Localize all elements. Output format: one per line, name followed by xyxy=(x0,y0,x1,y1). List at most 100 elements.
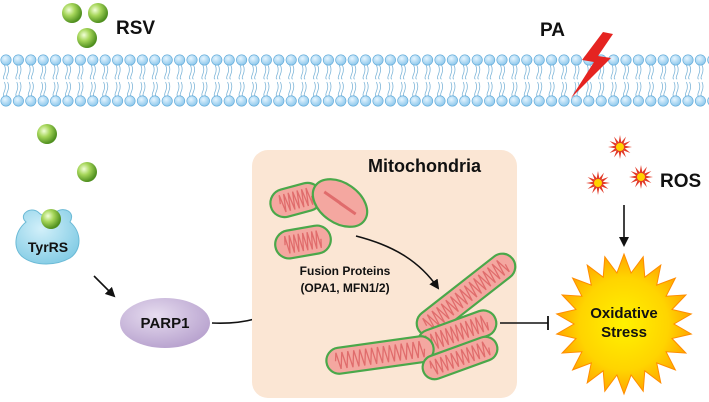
lipid-head xyxy=(645,95,657,107)
lipid-tail xyxy=(288,81,291,97)
lipid-tail xyxy=(576,64,580,80)
lipid-head xyxy=(161,95,173,107)
lipid-tail xyxy=(303,81,307,97)
lipid-tail xyxy=(499,81,502,97)
lipid-head xyxy=(298,54,310,66)
lipid-head xyxy=(694,54,706,66)
lipid-head xyxy=(533,54,545,66)
lipid-head xyxy=(112,54,124,66)
lipid-head xyxy=(124,54,136,66)
lipid-tail xyxy=(102,64,105,80)
lipid-tail xyxy=(341,81,344,97)
lipid-head xyxy=(124,95,136,107)
lipid-tail xyxy=(635,64,639,80)
rsv-molecule xyxy=(62,3,82,23)
lipid-head xyxy=(608,95,620,107)
lipid-tail xyxy=(251,81,254,97)
lipid-head xyxy=(136,95,148,107)
lipid-head xyxy=(645,54,657,66)
mitochondrion xyxy=(311,178,369,228)
mitochondrion-cristae xyxy=(278,187,314,213)
lipid-head xyxy=(347,95,359,107)
lipid-tail xyxy=(27,81,31,97)
lipid-tail xyxy=(139,64,143,80)
lipid-tail xyxy=(437,64,440,80)
lipid-tail xyxy=(117,81,121,97)
rsv-molecules-inside xyxy=(37,124,97,182)
lipid-tail xyxy=(660,64,663,80)
lipid-tail xyxy=(626,81,629,97)
lipid-tail xyxy=(139,81,143,97)
parp1-label: PARP1 xyxy=(141,315,190,332)
lipid-tail xyxy=(179,81,183,97)
lipid-tail xyxy=(189,64,192,80)
lipid-tail xyxy=(263,64,267,80)
lipid-tail xyxy=(130,81,133,97)
lipid-head xyxy=(409,54,421,66)
lipid-head xyxy=(25,95,37,107)
lipid-tail xyxy=(114,81,118,97)
lipid-tail xyxy=(387,64,391,80)
lipid-tail xyxy=(6,81,9,97)
lipid-head xyxy=(298,95,310,107)
lipid-tail xyxy=(365,64,369,80)
lipid-tail xyxy=(697,81,701,97)
lipid-head xyxy=(87,95,99,107)
lipid-tail xyxy=(477,81,481,97)
lipid-head xyxy=(99,95,111,107)
lipid-tail xyxy=(390,64,394,80)
lipid-head xyxy=(87,54,99,66)
lipid-head xyxy=(285,54,297,66)
lipid-tail xyxy=(647,81,651,97)
lipid-tail xyxy=(427,64,431,80)
lipid-tail xyxy=(226,81,229,97)
lipid-tail xyxy=(204,64,208,80)
lipid-tail xyxy=(573,64,577,80)
lipid-head xyxy=(459,95,471,107)
lipid-tail xyxy=(105,64,109,80)
lipid-tail xyxy=(539,81,543,97)
lipid-tail xyxy=(548,64,552,80)
mitochondrion xyxy=(325,335,435,375)
mitochondrion-cristae xyxy=(422,259,510,331)
lipid-tail xyxy=(18,81,22,97)
lipid-tail xyxy=(313,64,316,80)
lipid-tail xyxy=(527,64,530,80)
rsv-molecules-outside xyxy=(62,3,108,48)
lipid-tail xyxy=(697,64,701,80)
lipid-tail xyxy=(155,64,158,80)
lipid-tail xyxy=(40,81,43,97)
lipid-tail xyxy=(226,64,229,80)
rsv-molecule xyxy=(77,162,97,182)
lipid-tail xyxy=(167,64,171,80)
lipid-head xyxy=(360,95,372,107)
lipid-head xyxy=(99,54,111,66)
lipid-head xyxy=(595,95,607,107)
lipid-head xyxy=(149,95,161,107)
lipid-tail xyxy=(167,81,171,97)
lipid-tail xyxy=(502,64,505,80)
lipid-tail xyxy=(465,64,468,80)
lipid-tail xyxy=(598,81,601,97)
lipid-tail xyxy=(192,81,195,97)
lipid-tail xyxy=(412,81,415,97)
lipid-tail xyxy=(660,81,663,97)
oxidative-stress-line2: Stress xyxy=(601,324,647,341)
lipid-tail xyxy=(647,64,651,80)
lipid-tail xyxy=(461,64,465,80)
lipid-head xyxy=(149,54,161,66)
lipid-tail xyxy=(440,64,443,80)
mitochondrion xyxy=(421,335,499,381)
parp1-protein: PARP1 xyxy=(120,298,210,348)
lipid-head xyxy=(608,54,620,66)
lipid-tail xyxy=(651,64,654,80)
lipid-head xyxy=(632,95,644,107)
lipid-tail xyxy=(511,64,515,80)
lipid-head xyxy=(273,54,285,66)
lipid-tail xyxy=(6,64,9,80)
lipid-head xyxy=(12,95,24,107)
lipid-tail xyxy=(499,64,502,80)
lipid-tail xyxy=(539,64,543,80)
lipid-head xyxy=(620,54,632,66)
lipid-tail xyxy=(275,81,279,97)
